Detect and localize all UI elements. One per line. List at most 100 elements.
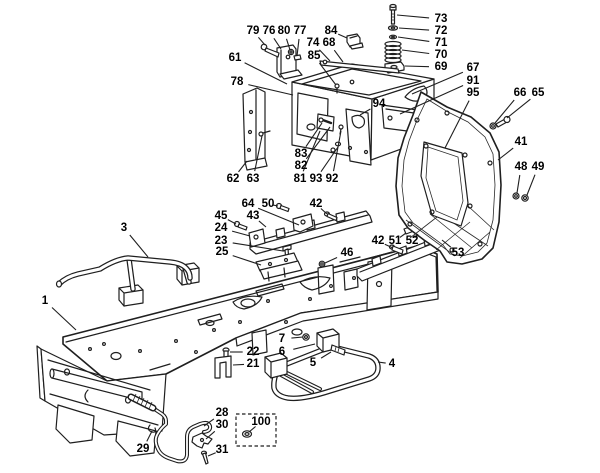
leader-line-76 xyxy=(274,38,281,49)
leader-line-42a xyxy=(321,209,327,215)
leader-line-93 xyxy=(321,147,338,172)
frame-hanging-tab xyxy=(344,269,358,290)
leader-line-69 xyxy=(405,66,429,67)
clip-84-foot xyxy=(350,43,363,49)
leader-line-24 xyxy=(232,231,250,236)
channel-tab xyxy=(336,212,345,222)
plate-94-keyhole xyxy=(352,115,364,128)
bracket-24-hole xyxy=(254,235,258,239)
frame-rail-inner-line xyxy=(66,251,419,342)
leader-line-84 xyxy=(338,34,347,38)
deck-slot xyxy=(198,314,222,325)
leader-line-91 xyxy=(400,86,463,115)
part-label-77: 77 xyxy=(294,25,307,37)
part-label-3: 3 xyxy=(121,222,127,234)
leader-line-31 xyxy=(208,453,216,456)
leader-line-3 xyxy=(130,235,148,257)
channel-ear xyxy=(372,256,381,266)
leader-line-70 xyxy=(402,50,429,54)
front-box-foot xyxy=(116,421,156,456)
part-label-100: 100 xyxy=(251,416,270,428)
bracket-64 xyxy=(293,214,313,232)
front-box-foot xyxy=(56,405,94,443)
bumper-foot-edge xyxy=(119,288,143,306)
spring-coils xyxy=(133,394,152,409)
part-label-80: 80 xyxy=(278,25,291,37)
leader-line-53 xyxy=(442,240,451,247)
part-label-69: 69 xyxy=(435,61,448,73)
bracket-foot xyxy=(280,70,302,79)
part-label-94: 94 xyxy=(373,98,386,110)
pin-5 xyxy=(331,345,345,355)
u-bracket-21 xyxy=(215,356,231,378)
bracket-64-hole xyxy=(301,220,305,224)
inset-box-100 xyxy=(236,414,276,446)
plate-hole xyxy=(285,259,288,262)
washer-72 xyxy=(389,26,398,30)
part-label-72: 72 xyxy=(435,25,448,37)
part-label-66: 66 xyxy=(514,87,527,99)
leader-line-6 xyxy=(293,344,315,349)
part-label-7: 7 xyxy=(279,333,285,345)
screw-42-shaft xyxy=(392,246,403,254)
part-label-49: 49 xyxy=(532,161,545,173)
deck-hole xyxy=(111,353,121,360)
part-label-4: 4 xyxy=(389,358,396,370)
part-label-43: 43 xyxy=(247,210,260,222)
leader-line-45 xyxy=(228,220,236,224)
washer-48 xyxy=(513,193,519,199)
part-label-21: 21 xyxy=(247,358,260,370)
leader-line-83 xyxy=(306,123,322,147)
screw-45-shaft xyxy=(238,224,247,230)
leader-line-78 xyxy=(248,85,293,95)
panel-lattice xyxy=(406,206,494,258)
part-label-81: 81 xyxy=(294,173,307,185)
leader-line-41 xyxy=(498,148,513,160)
screw-74 xyxy=(323,60,327,64)
leader-line-50 xyxy=(273,205,279,206)
deck-line xyxy=(150,252,392,370)
part-label-24: 24 xyxy=(215,222,228,234)
part-label-68: 68 xyxy=(323,37,336,49)
deck-hole xyxy=(292,329,302,335)
front-box-skirt-line xyxy=(50,394,158,425)
part-label-64: 64 xyxy=(242,198,255,210)
leader-line-51 xyxy=(400,233,406,237)
latch-ring xyxy=(319,118,323,122)
nut-49 xyxy=(522,195,528,201)
screw-63 xyxy=(259,132,263,136)
lever-bracket-assembly xyxy=(261,34,399,79)
part-label-74: 74 xyxy=(307,37,320,49)
deck-hole xyxy=(241,299,255,307)
panel-bosses xyxy=(408,111,492,252)
panel-inner-line xyxy=(402,99,495,256)
plate-hole xyxy=(377,282,382,287)
leader-line-67 xyxy=(412,72,463,94)
leader-line-72 xyxy=(399,28,429,30)
console-inner-rim xyxy=(302,69,421,95)
leader-line-80 xyxy=(287,39,291,50)
part-label-45: 45 xyxy=(215,210,228,222)
leader-line-95 xyxy=(445,101,469,148)
front-bumper xyxy=(57,258,200,306)
leader-line-92 xyxy=(334,131,342,171)
front-box-crease xyxy=(48,360,150,390)
part-label-62: 62 xyxy=(227,173,240,185)
cross-member-end xyxy=(50,369,54,378)
part-label-78: 78 xyxy=(231,76,244,88)
latch-plate-25 xyxy=(260,261,302,279)
part-label-91: 91 xyxy=(467,75,480,87)
ring-7 xyxy=(303,334,309,340)
part-label-93: 93 xyxy=(310,173,323,185)
deck-slot xyxy=(256,284,284,296)
leader-line-30 xyxy=(206,431,215,439)
box-hole xyxy=(65,369,70,375)
part-label-84: 84 xyxy=(325,25,338,37)
deck-bolt-holes xyxy=(89,277,356,354)
part-label-85: 85 xyxy=(308,50,321,62)
spring-assembly xyxy=(385,5,404,74)
chassis-frame xyxy=(37,246,438,456)
part-label-63: 63 xyxy=(247,173,260,185)
